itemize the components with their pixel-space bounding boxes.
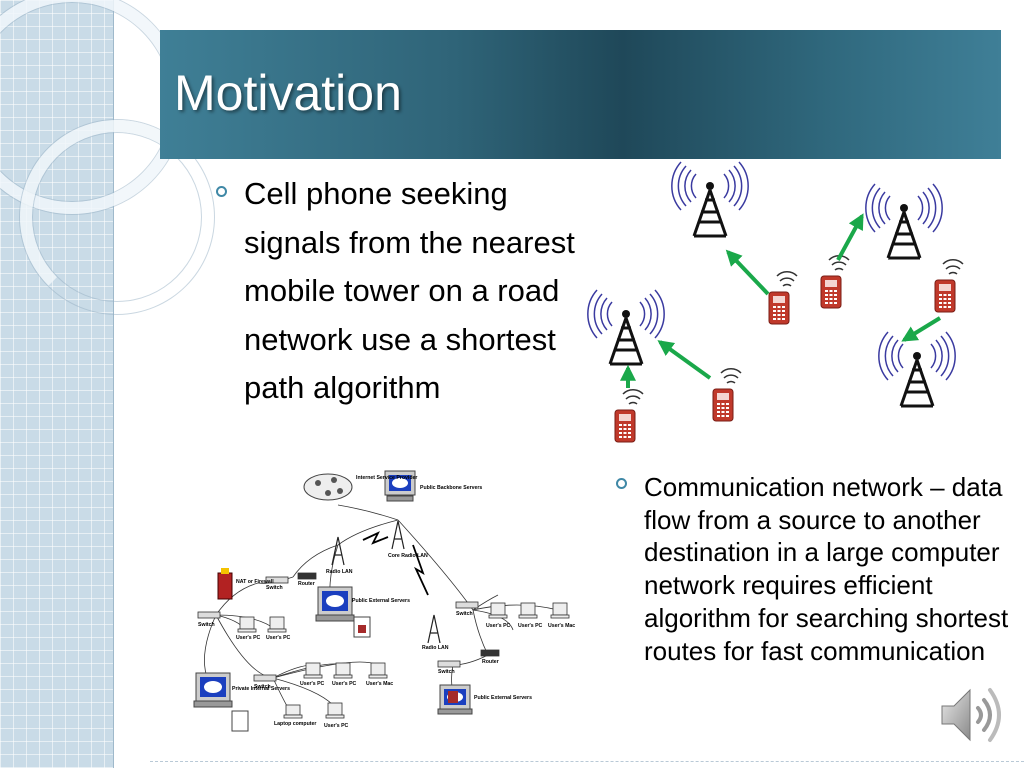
- speaker-icon[interactable]: [936, 680, 1006, 750]
- label-switch: Switch: [456, 611, 473, 617]
- label-users-pc: User's PC: [518, 623, 543, 629]
- bullet-text: Cell phone seeking signals from the near…: [244, 176, 575, 405]
- cell-phone-icon: [820, 255, 850, 309]
- tower-icon: [586, 288, 666, 366]
- isp-cloud: [303, 473, 353, 501]
- public-external-server: [437, 684, 473, 715]
- label-core-radio-lan: Core Radio LAN: [388, 553, 428, 559]
- label-router: Router: [482, 659, 499, 665]
- label-users-pc: User's PC: [332, 681, 357, 687]
- user-pcs: [237, 602, 570, 719]
- computer-network-diagram: Internet Service Provider Public Backbon…: [193, 470, 575, 732]
- label-users-pc: User's PC: [266, 635, 291, 641]
- label-radio-lan: Radio LAN: [422, 645, 449, 651]
- decorative-left-strip: [0, 0, 214, 768]
- label-radio-lan: Radio LAN: [326, 569, 353, 575]
- label-laptop: Laptop computer: [274, 721, 316, 727]
- label-router: Router: [298, 581, 315, 587]
- cell-phone-icon: [934, 259, 964, 313]
- signal-arrows: [620, 213, 942, 388]
- footer-divider: [150, 761, 1024, 763]
- bullet-marker: [616, 476, 627, 494]
- bullet-text: Communication network – data flow from a…: [644, 472, 1009, 666]
- title-banner: Motivation: [160, 30, 1001, 159]
- private-internal-server: [193, 672, 249, 732]
- backbone-server: [384, 470, 416, 502]
- tower-phone-illustration: [586, 160, 964, 443]
- label-users-pc: User's PC: [236, 635, 261, 641]
- label-public-backbone: Public Backbone Servers: [420, 485, 482, 491]
- label-public-external: Public External Servers: [474, 695, 532, 701]
- radio-towers: [331, 520, 441, 644]
- bullet-marker: [216, 180, 227, 203]
- firewall: [217, 568, 233, 600]
- tower-icon: [864, 182, 944, 260]
- tower-icon: [670, 160, 750, 238]
- label-switch: Switch: [266, 585, 283, 591]
- label-private-internal: Private Internal Servers: [232, 686, 290, 692]
- slide-title: Motivation: [174, 65, 402, 121]
- public-external-server: [315, 586, 371, 638]
- label-isp: Internet Service Provider: [356, 475, 417, 481]
- cell-phone-icon: [768, 271, 798, 325]
- label-users-mac: User's Mac: [366, 681, 393, 687]
- label-switch: Switch: [438, 669, 455, 675]
- label-users-mac: User's Mac: [548, 623, 575, 629]
- tower-icon: [877, 330, 957, 408]
- label-public-external: Public External Servers: [352, 598, 410, 604]
- label-users-pc: User's PC: [300, 681, 325, 687]
- label-nat-firewall: NAT or Firewall: [236, 579, 274, 585]
- label-switch: Switch: [254, 684, 271, 690]
- label-users-pc: User's PC: [324, 723, 349, 729]
- label-users-pc: User's PC: [486, 623, 511, 629]
- cell-phone-icon: [614, 389, 644, 443]
- label-switch: Switch: [198, 622, 215, 628]
- cell-phone-icon: [712, 368, 742, 422]
